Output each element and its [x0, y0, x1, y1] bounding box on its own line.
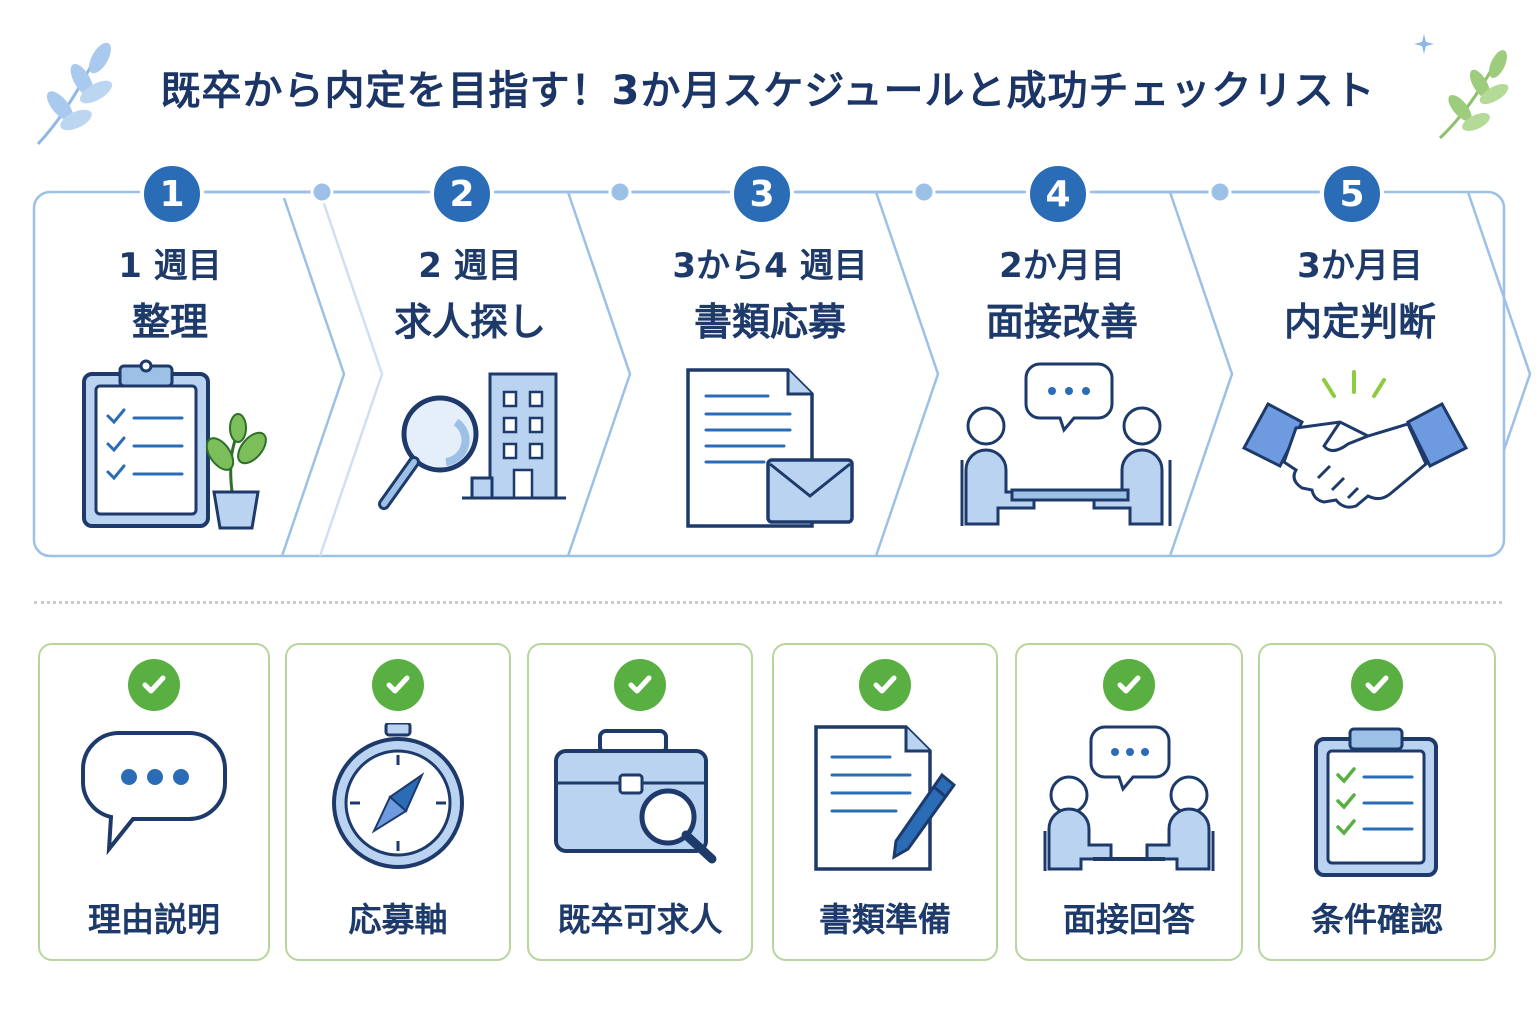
- step-1-when: 1 週目: [118, 246, 222, 286]
- check-card-5: 面接回答: [1015, 643, 1243, 961]
- clipboard-plant-icon: [82, 359, 267, 530]
- check-icon: [372, 659, 424, 711]
- step-2-label: 2 週目 求人探し: [350, 238, 590, 350]
- interview-icon: [960, 362, 1172, 526]
- timeline-connectors: [206, 180, 1318, 204]
- check-card-4-label: 書類準備: [819, 900, 951, 939]
- step-3-label: 3から4 週目 書類応募: [640, 238, 900, 350]
- magnifier-building-icon: [378, 372, 566, 510]
- step-1-label: 1 週目 整理: [60, 238, 280, 350]
- step-4-what: 面接改善: [985, 300, 1138, 344]
- checklist-clipboard-icon: [1314, 727, 1438, 877]
- step-4-label: 2か月目 面接改善: [944, 238, 1180, 350]
- page-title: 既卒から内定を目指す！3か月スケジュールと成功チェックリスト: [160, 68, 1376, 114]
- check-icon: [1103, 659, 1155, 711]
- check-card-1: 理由説明: [38, 643, 270, 961]
- check-card-4: 書類準備: [772, 643, 998, 961]
- check-card-6-label: 条件確認: [1311, 900, 1443, 939]
- step-5-label: 3か月目 内定判断: [1240, 238, 1480, 350]
- compass-icon: [332, 723, 464, 869]
- check-icon: [614, 659, 666, 711]
- leaf-left-icon: [36, 42, 113, 146]
- check-icon: [1351, 659, 1403, 711]
- step-1-badge: 1: [140, 162, 204, 226]
- step-2-when: 2 週目: [418, 246, 522, 286]
- leaf-right-icon: [1438, 50, 1509, 140]
- check-icon: [128, 659, 180, 711]
- briefcase-search-icon: [554, 729, 717, 864]
- step-2-badge: 2: [430, 162, 494, 226]
- document-envelope-icon: [686, 368, 854, 528]
- speech-bubble-icon: [81, 731, 227, 856]
- step-1-what: 整理: [131, 300, 208, 344]
- document-pen-icon: [814, 725, 957, 871]
- sparkle-icon: [1414, 34, 1434, 54]
- step-5-badge: 5: [1320, 162, 1384, 226]
- check-card-6: 条件確認: [1258, 643, 1496, 961]
- step-3-badge: 3: [730, 162, 794, 226]
- check-icon: [859, 659, 911, 711]
- section-divider: [34, 601, 1502, 604]
- step-5-when: 3か月目: [1297, 246, 1423, 286]
- step-4-when: 2か月目: [999, 246, 1125, 286]
- check-card-3-label: 既卒可求人: [557, 900, 723, 939]
- check-card-1-label: 理由説明: [88, 900, 220, 939]
- check-card-5-label: 面接回答: [1063, 900, 1195, 939]
- meeting-icon: [1043, 725, 1215, 871]
- check-card-3: 既卒可求人: [527, 643, 753, 961]
- step-5-what: 内定判断: [1283, 300, 1436, 344]
- check-card-2: 応募軸: [285, 643, 511, 961]
- step-3-when: 3から4 週目: [672, 246, 868, 286]
- step-2-what: 求人探し: [393, 300, 546, 344]
- check-card-2-label: 応募軸: [348, 900, 448, 939]
- step-3-what: 書類応募: [693, 300, 846, 344]
- handshake-icon: [1241, 370, 1469, 509]
- step-4-badge: 4: [1026, 162, 1090, 226]
